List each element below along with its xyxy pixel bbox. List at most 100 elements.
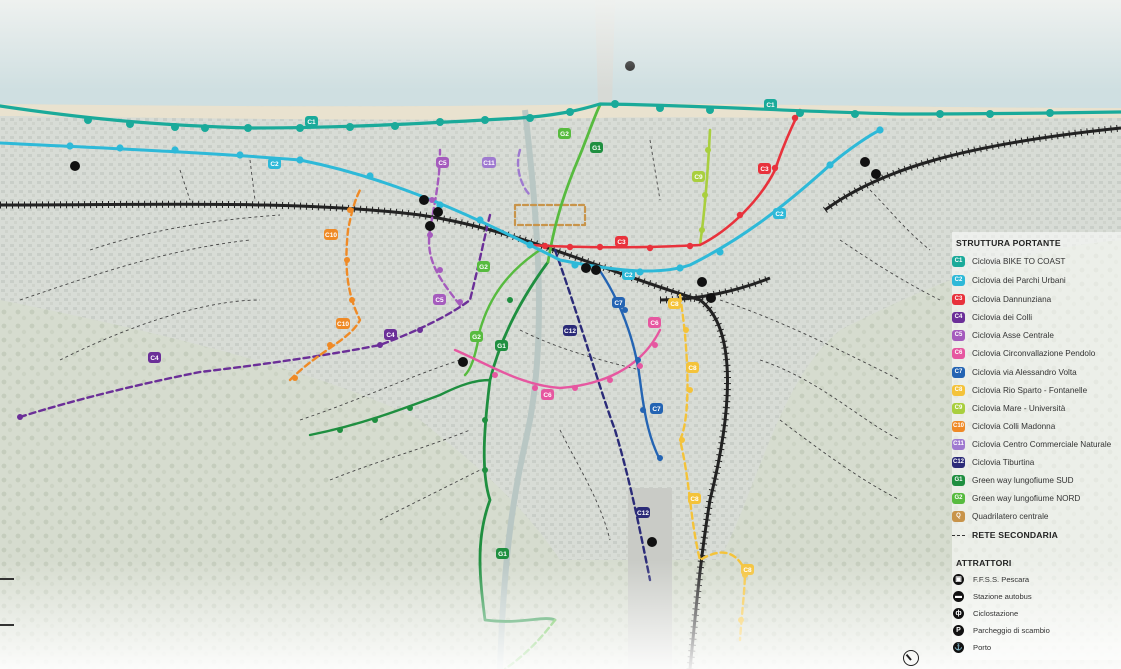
badge-g2-mid: G2 <box>479 264 488 271</box>
badge-c12-south: C12 <box>637 510 649 517</box>
badge-c2: C2 <box>270 161 279 168</box>
badge-c3-north: C3 <box>760 166 769 173</box>
badge-c5: C5 <box>438 160 447 167</box>
sea-area <box>0 0 1121 108</box>
badge-g1: G1 <box>592 145 601 152</box>
legend-label: Ciclovia BIKE TO COAST <box>972 256 1066 266</box>
badge-c6: C6 <box>543 392 552 399</box>
legend-title-secondary: RETE SECONDARIA <box>972 530 1059 540</box>
legend-label: Ciclovia Asse Centrale <box>972 330 1054 340</box>
legend-attractor-port[interactable]: ⚓Porto <box>952 640 991 654</box>
badge-c6-east: C6 <box>650 320 659 327</box>
badge-icon: C12 <box>952 456 965 468</box>
legend-label: Ciclovia Circonvallazione Pendolo <box>972 348 1096 358</box>
legend-label: Ciclostazione <box>973 608 1019 618</box>
legend-attractor-train[interactable]: ▣ F.F.S.S. Pescara <box>952 572 1029 586</box>
badge-icon: G2 <box>952 492 965 504</box>
legend-label: F.F.S.S. Pescara <box>973 574 1030 584</box>
legend-item-c6[interactable]: C6 Ciclovia Circonvallazione Pendolo <box>952 346 1095 360</box>
badge-g1-south: G1 <box>498 551 507 558</box>
legend-label: Parcheggio di scambio <box>973 625 1050 635</box>
route-badges: C1 C1 C2 C2 C2 C3 C3 C4 C4 C5 C5 C6 C6 C… <box>148 99 786 575</box>
legend-label: Quadrilatero centrale <box>972 511 1049 521</box>
legend-item-c8[interactable]: C8 Ciclovia Rio Sparto - Fontanelle <box>952 383 1087 397</box>
legend-item-c7[interactable]: C7 Ciclovia via Alessandro Volta <box>952 365 1077 379</box>
legend-title-attractors: ATTRATTORI <box>956 558 1012 568</box>
route-c11 <box>516 148 532 197</box>
badge-c1: C1 <box>307 119 316 126</box>
badge-g1-mid: G1 <box>497 343 506 350</box>
badge-g2: G2 <box>560 131 569 138</box>
legend-item-c4[interactable]: C4 Ciclovia dei Colli <box>952 310 1032 324</box>
badge-icon: C5 <box>952 329 965 341</box>
legend-label: Ciclovia via Alessandro Volta <box>972 367 1077 377</box>
port-pier <box>595 0 615 104</box>
legend-label: Ciclovia dei Parchi Urbani <box>972 275 1066 285</box>
badge-c8-mid: C8 <box>688 365 697 372</box>
train-station-icon: ▣ <box>953 573 964 585</box>
badge-icon: C6 <box>952 347 965 359</box>
legend-item-c5[interactable]: C5 Ciclovia Asse Centrale <box>952 328 1054 342</box>
secondary-network <box>19 139 941 541</box>
legend-secondary[interactable]: RETE SECONDARIA <box>952 528 1058 542</box>
legend-label: Stazione autobus <box>973 591 1032 601</box>
legend-label: Porto <box>973 642 992 652</box>
legend-label: Ciclovia Dannunziana <box>972 294 1052 304</box>
badge-c9: C9 <box>694 174 703 181</box>
badge-c7: C7 <box>614 300 623 307</box>
route-stops <box>17 100 1054 623</box>
legend-attractor-bike[interactable]: ф Ciclostazione <box>952 606 1018 620</box>
badge-c8-south: C8 <box>690 496 699 503</box>
legend-label: Ciclovia Rio Sparto - Fontanelle <box>972 385 1088 395</box>
badge-c8: C8 <box>670 301 679 308</box>
route-c7 <box>596 266 662 462</box>
badge-icon: C4 <box>952 311 965 323</box>
badge-c4-east: C4 <box>386 332 395 339</box>
badge-c11: C11 <box>483 160 495 167</box>
route-c2 <box>0 128 882 273</box>
badge-icon: C7 <box>952 366 965 378</box>
route-c4 <box>18 213 492 419</box>
edge-tick <box>0 624 14 626</box>
badge-c7-south: C7 <box>652 406 661 413</box>
compass-icon <box>903 650 919 666</box>
badge-c3: C3 <box>617 239 626 246</box>
route-g2 <box>463 248 542 377</box>
legend-attractor-bus[interactable]: ▬ Stazione autobus <box>952 589 1032 603</box>
legend-label: Green way lungofiume NORD <box>972 493 1081 503</box>
legend-item-g2[interactable]: G2 Green way lungofiume NORD <box>952 491 1080 505</box>
badge-c8-far: C8 <box>743 567 752 574</box>
bike-station-icon: ф <box>953 607 964 619</box>
beach-strip <box>0 103 1121 120</box>
bus-station-icon: ▬ <box>953 590 964 602</box>
badge-c1-east: C1 <box>766 102 775 109</box>
legend-title-main: STRUTTURA PORTANTE <box>956 238 1061 248</box>
badge-icon: Q <box>952 510 965 522</box>
legend-item-c11[interactable]: C11 Ciclovia Centro Commerciale Naturale <box>952 437 1111 451</box>
legend-item-g1[interactable]: G1 Green way lungofiume SUD <box>952 473 1073 487</box>
dashed-line-icon <box>952 534 965 536</box>
badge-icon: G1 <box>952 474 965 486</box>
badge-icon: C9 <box>952 402 965 414</box>
edge-tick <box>0 578 14 580</box>
badge-c2-center: C2 <box>624 272 633 279</box>
route-g2-north <box>546 103 602 264</box>
legend-item-q[interactable]: Q Quadrilatero centrale <box>952 509 1048 523</box>
legend-label: Green way lungofiume SUD <box>972 475 1074 485</box>
route-c9 <box>698 128 712 247</box>
badge-icon: C11 <box>952 438 965 450</box>
legend-label: Ciclovia dei Colli <box>972 312 1033 322</box>
badge-c10-south: C10 <box>337 321 349 328</box>
legend-label: Ciclovia Centro Commerciale Naturale <box>972 439 1112 449</box>
badge-c4: C4 <box>150 355 159 362</box>
badge-icon: C8 <box>952 384 965 396</box>
